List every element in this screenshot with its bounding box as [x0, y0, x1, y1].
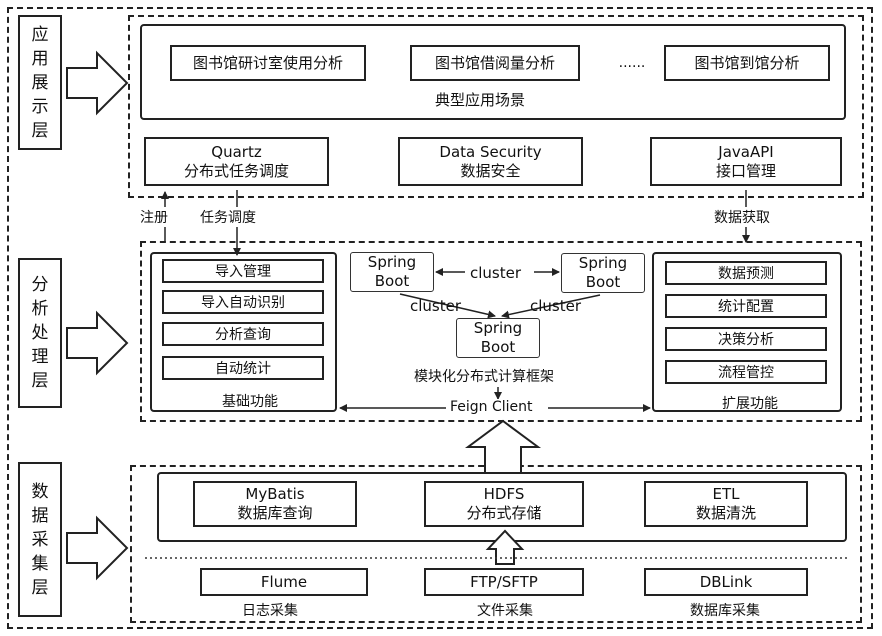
service-javaapi-title: JavaAPI — [718, 142, 774, 161]
cluster-label-right: cluster — [530, 297, 582, 315]
source-box-dblink: DBLink — [644, 568, 808, 596]
storage-box-etl: ETL 数据清洗 — [644, 481, 808, 527]
spring-boot-left-l2: Boot — [374, 272, 410, 290]
cluster-label-top: cluster — [470, 264, 522, 282]
spring-boot-left: Spring Boot — [350, 252, 434, 292]
storage-mybatis-title: MyBatis — [245, 485, 305, 503]
storage-etl-subtitle: 数据清洗 — [695, 504, 756, 522]
app-box-2: 图书馆借阅量分析 — [410, 45, 580, 81]
app-box-3: 图书馆到馆分析 — [664, 45, 830, 81]
basic-item-4: 自动统计 — [162, 356, 324, 380]
service-quartz-title: Quartz — [211, 142, 262, 161]
feign-client-label: Feign Client — [450, 399, 533, 415]
schedule-label: 任务调度 — [200, 207, 256, 227]
source-box-ftp: FTP/SFTP — [424, 568, 584, 596]
spring-boot-center-l2: Boot — [480, 338, 516, 356]
service-box-quartz: Quartz 分布式任务调度 — [144, 137, 329, 186]
ext-item-3: 决策分析 — [665, 327, 827, 351]
outer-frame — [7, 7, 873, 629]
source-box-flume: Flume — [200, 568, 368, 596]
spring-boot-center-l1: Spring — [473, 319, 523, 337]
basic-item-3: 分析查询 — [162, 322, 324, 346]
layer-label-collection: 数据采集层 — [18, 462, 62, 617]
ext-caption: 扩展功能 — [722, 396, 778, 412]
spring-boot-left-l1: Spring — [367, 253, 417, 271]
presentation-layer-frame — [128, 15, 864, 198]
service-security-title: Data Security — [439, 142, 542, 161]
register-label: 注册 — [140, 207, 168, 227]
basic-item-1: 导入管理 — [162, 259, 324, 283]
layer-label-presentation: 应用展示层 — [18, 15, 62, 150]
storage-box-hdfs: HDFS 分布式存储 — [424, 481, 584, 527]
source-caption-ftp: 文件采集 — [477, 603, 533, 619]
service-quartz-subtitle: 分布式任务调度 — [183, 161, 289, 180]
layer-label-analysis: 分析处理层 — [18, 258, 62, 408]
storage-mybatis-subtitle: 数据库查询 — [237, 504, 313, 522]
cluster-label-left: cluster — [410, 297, 462, 315]
storage-hdfs-title: HDFS — [483, 485, 525, 503]
source-caption-flume: 日志采集 — [242, 603, 298, 619]
source-caption-dblink: 数据库采集 — [690, 603, 760, 619]
storage-box-mybatis: MyBatis 数据库查询 — [193, 481, 357, 527]
ellipsis: ...... — [618, 55, 646, 71]
ext-item-2: 统计配置 — [665, 294, 827, 318]
ext-item-1: 数据预测 — [665, 261, 827, 285]
spring-boot-right: Spring Boot — [561, 253, 645, 293]
service-box-security: Data Security 数据安全 — [398, 137, 583, 186]
storage-hdfs-subtitle: 分布式存储 — [466, 504, 542, 522]
fetch-label: 数据获取 — [714, 207, 770, 227]
ext-item-4: 流程管控 — [665, 360, 827, 384]
service-javaapi-subtitle: 接口管理 — [715, 161, 776, 180]
spring-boot-right-l2: Boot — [585, 273, 621, 291]
service-box-javaapi: JavaAPI 接口管理 — [650, 137, 842, 186]
scenario-caption: 典型应用场景 — [434, 90, 525, 109]
spring-boot-center: Spring Boot — [456, 318, 540, 358]
spring-boot-right-l1: Spring — [578, 254, 628, 272]
storage-etl-title: ETL — [712, 485, 740, 503]
basic-item-2: 导入自动识别 — [162, 290, 324, 314]
basic-caption: 基础功能 — [222, 394, 278, 410]
framework-caption: 模块化分布式计算框架 — [414, 369, 554, 385]
service-security-subtitle: 数据安全 — [460, 161, 521, 180]
app-box-1: 图书馆研讨室使用分析 — [170, 45, 366, 81]
